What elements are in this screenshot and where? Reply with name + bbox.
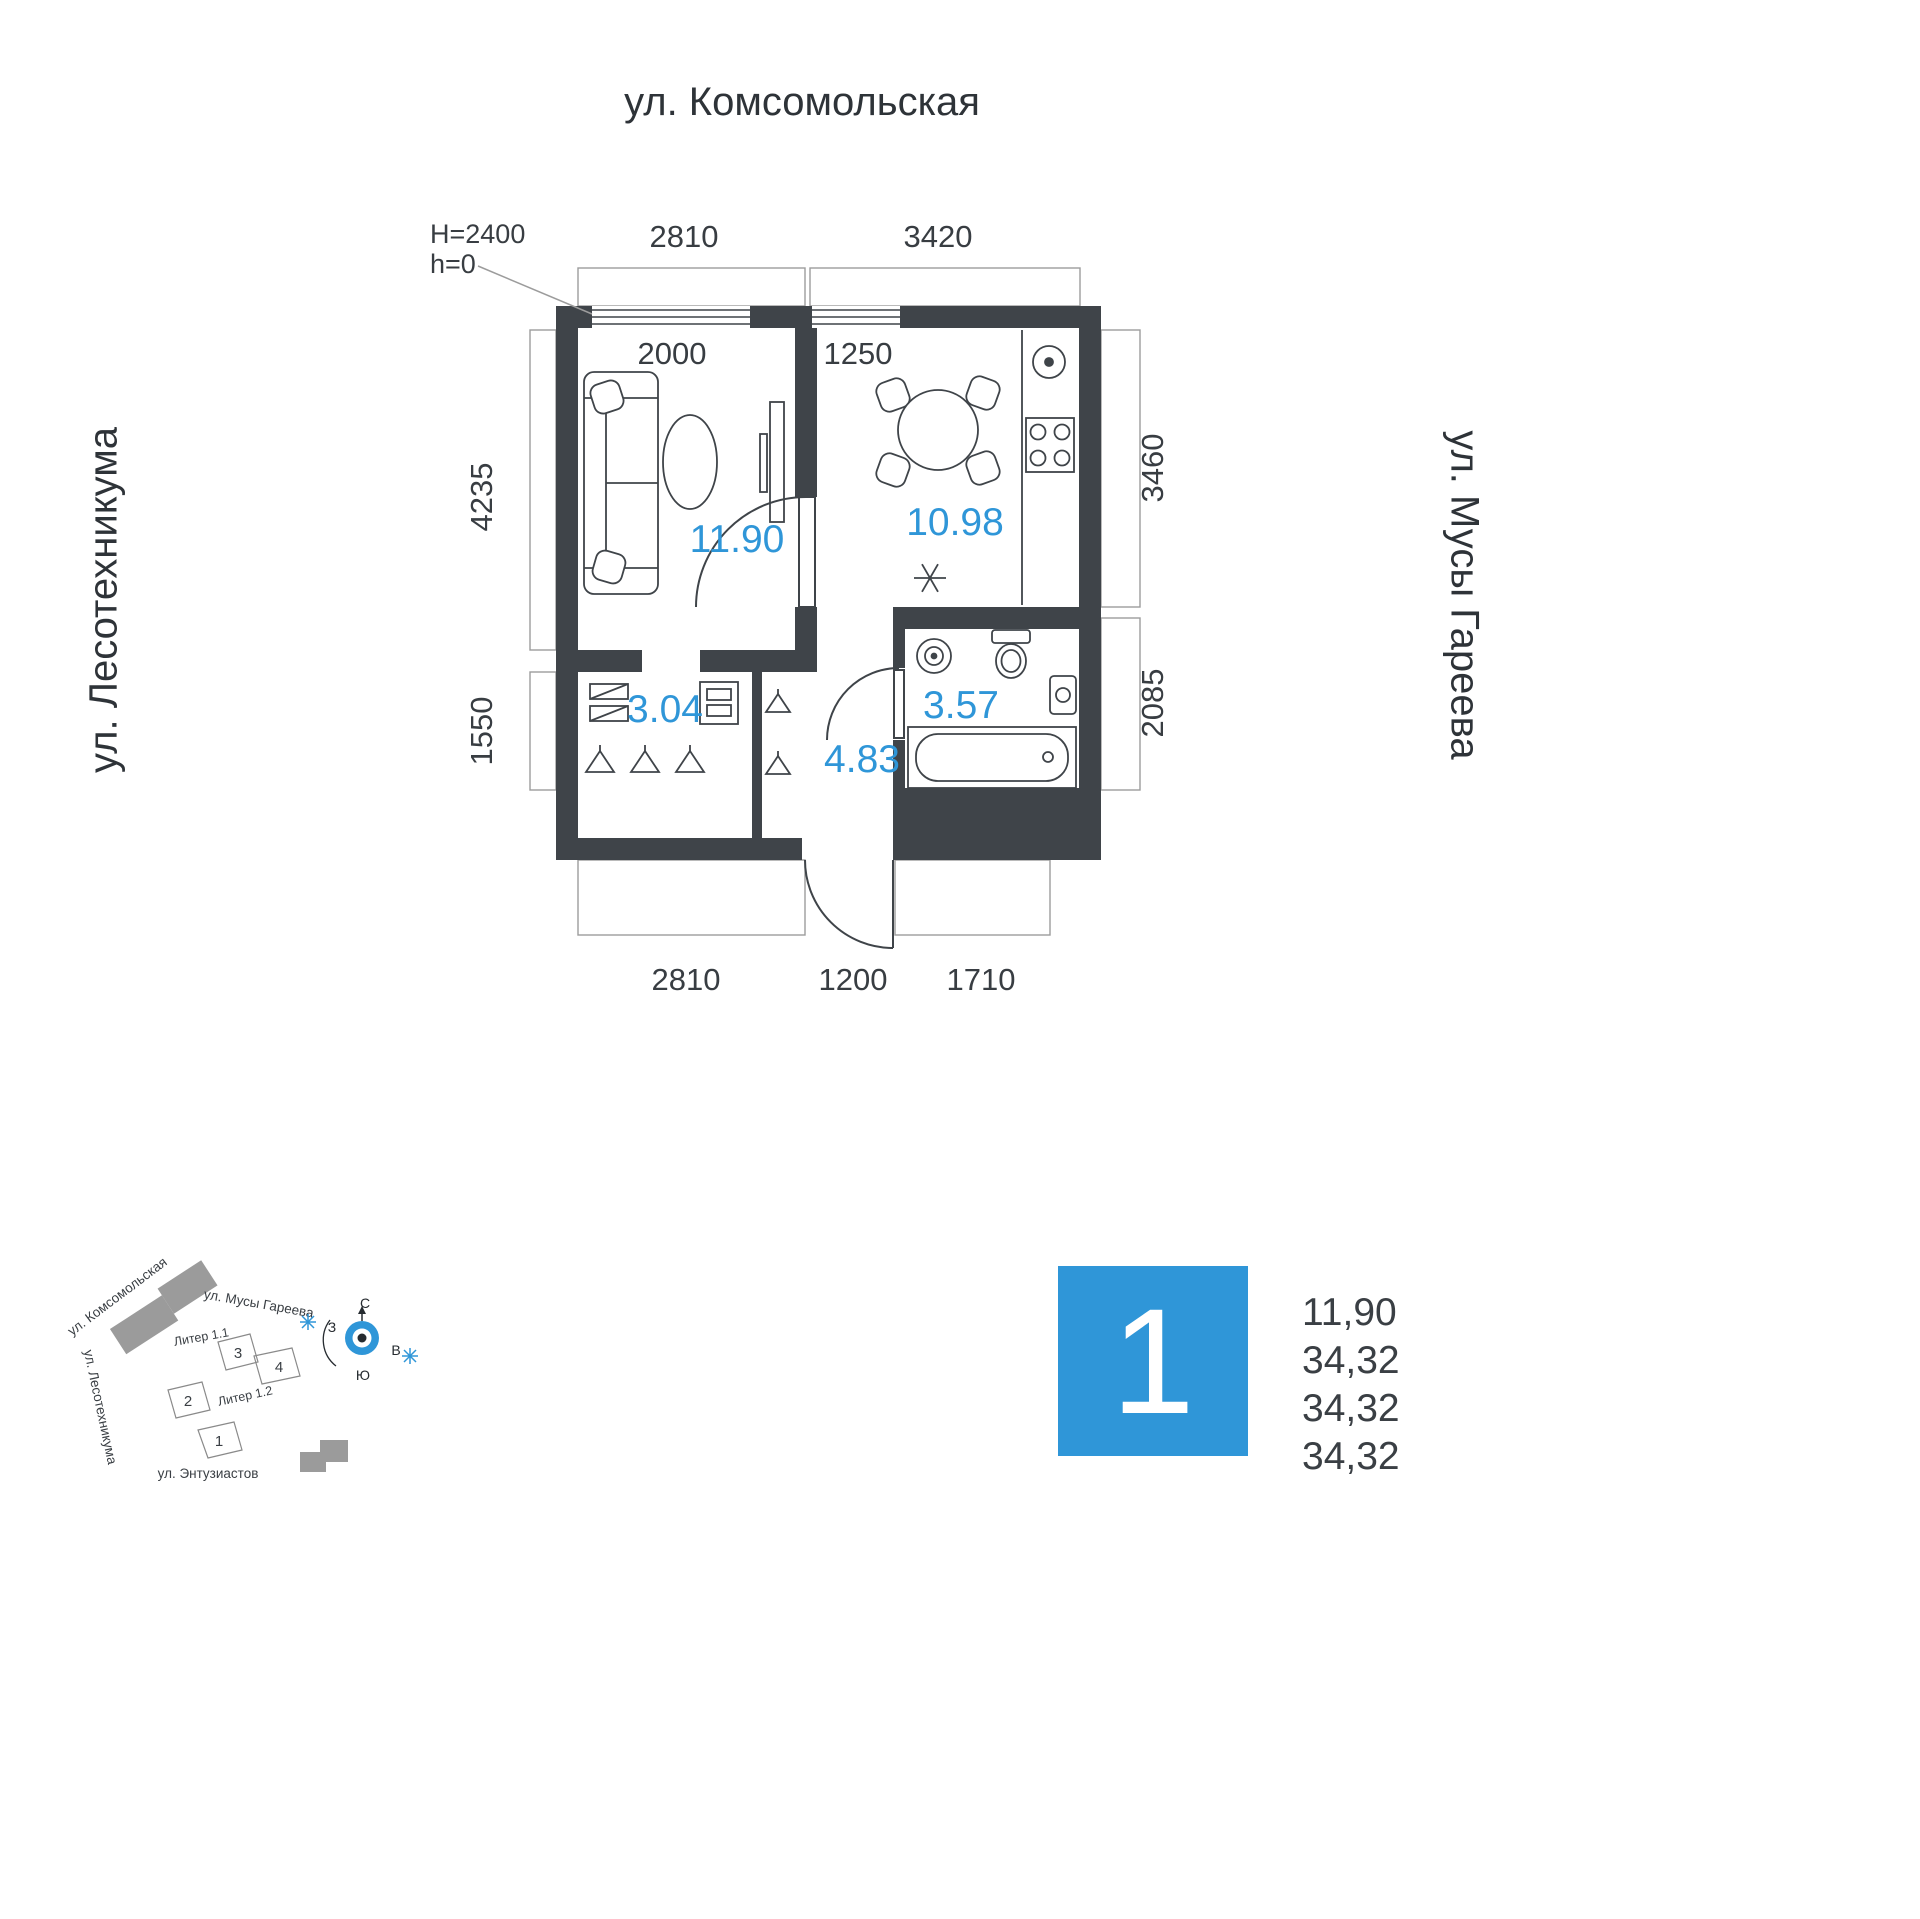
coffee-table-icon — [662, 414, 718, 510]
wall-living-wardrobe-left — [578, 650, 642, 672]
site-street-entuziastov: ул. Энтузиастов — [158, 1466, 259, 1481]
sunrise-west-icon — [300, 1314, 316, 1330]
neighbor-outline-left-lower — [529, 671, 557, 791]
dim-window-kitchen: 1250 — [824, 336, 893, 371]
wall-right — [1079, 306, 1101, 860]
apartment-number: 1 — [1111, 1276, 1195, 1445]
wall-living-wardrobe-right — [700, 650, 817, 672]
street-label-top: ул. Комсомольская — [624, 80, 980, 124]
windows — [592, 306, 900, 328]
dim-bottom-left: 2810 — [652, 962, 721, 997]
doors — [695, 496, 905, 949]
bathtub-icon — [907, 726, 1077, 789]
section-1-outline — [197, 1421, 243, 1459]
wall-left — [556, 306, 578, 860]
compass-needle-arrow — [358, 1306, 366, 1314]
dim-window-living: 2000 — [638, 336, 707, 371]
lobby-outline-bottom-right — [894, 859, 1051, 936]
building-liter-1-1 — [109, 1260, 218, 1355]
section-4-outline — [253, 1347, 301, 1385]
tv-stand-icon — [759, 401, 785, 523]
dimension-labels: 2810 3420 2000 1250 4235 1550 3460 2085 … — [464, 219, 1170, 997]
area-bathroom: 3.57 — [923, 684, 999, 727]
compass-arc — [322, 1319, 337, 1367]
dim-top-right: 3420 — [904, 219, 973, 254]
site-liter-1-1-label: Литер 1.1 — [173, 1325, 230, 1348]
site-plan: 3 4 2 1 ул. Комсомольская ул. Мусы Гарее… — [65, 1254, 418, 1481]
section-outlines — [167, 1333, 301, 1459]
section-3-outline — [217, 1333, 259, 1371]
room-area-labels: 11.90 10.98 3.04 4.83 3.57 — [627, 501, 1004, 781]
sunrise-east-icon — [402, 1348, 418, 1364]
kitchen-sink-icon — [1032, 345, 1066, 379]
compass-north-label: С — [360, 1295, 370, 1311]
dresser-icon — [699, 681, 739, 725]
summary-value-3: 34,32 — [1302, 1387, 1400, 1430]
wall-living-kitchen-upper — [795, 328, 817, 497]
fridge-icon — [914, 563, 946, 593]
dim-left-upper: 4235 — [464, 463, 499, 532]
apartment-areas-list: 11,90 34,32 34,32 34,32 — [1302, 1289, 1400, 1481]
wall-bath-left-lower — [893, 740, 905, 788]
balcony-outline-top-right — [809, 267, 1081, 307]
hanger-icons — [584, 689, 792, 775]
summary-value-total: 34,32 — [1302, 1435, 1400, 1478]
apartment-number-badge: 1 — [1058, 1266, 1248, 1456]
bathroom-door-leaf — [893, 669, 905, 739]
washing-machine-icon — [916, 638, 952, 674]
area-kitchen: 10.98 — [906, 501, 1004, 544]
section-4-number: 4 — [275, 1359, 283, 1376]
section-1-number: 1 — [215, 1433, 223, 1450]
summary-value-2: 34,32 — [1302, 1339, 1400, 1382]
dim-bottom-center: 1200 — [819, 962, 888, 997]
compass: С Ю З В — [300, 1295, 418, 1383]
furniture — [583, 330, 1077, 789]
level-mark: h=0 — [430, 249, 476, 279]
compass-south-label: Ю — [356, 1367, 370, 1383]
entrance-door-arc — [804, 859, 894, 949]
wall-bottom-right — [893, 788, 1101, 860]
dim-right-upper: 3460 — [1135, 434, 1170, 503]
height-mark: H=2400 — [430, 219, 525, 249]
section-2-number: 2 — [184, 1393, 192, 1410]
stove-icon — [1025, 417, 1075, 473]
lobby-outline-bottom-left — [577, 859, 806, 936]
toilet-icon — [991, 629, 1031, 679]
dining-chairs-icon — [875, 375, 1001, 488]
compass-east-label: В — [391, 1342, 400, 1358]
compass-west-label: З — [328, 1319, 336, 1335]
dim-bottom-right: 1710 — [947, 962, 1016, 997]
compass-center-dot — [357, 1333, 367, 1343]
height-mark-leader-line — [477, 265, 593, 315]
wall-wardrobe-partition — [752, 672, 762, 838]
site-liter-1-2-label: Литер 1.2 — [217, 1383, 274, 1408]
dim-right-lower: 2085 — [1135, 669, 1170, 738]
washbasin-icon — [1049, 675, 1077, 715]
area-living-room: 11.90 — [690, 518, 785, 561]
area-wardrobe: 3.04 — [627, 688, 703, 731]
site-street-lesotekhnikuma: ул. Лесотехникума — [81, 1348, 120, 1466]
wall-bath-left-upper — [893, 629, 905, 668]
wall-bottom-left — [556, 838, 802, 860]
dining-table-icon — [897, 389, 979, 471]
neighbor-outline-left-upper — [529, 329, 557, 651]
summary-value-living: 11,90 — [1302, 1291, 1397, 1334]
balcony-outline-top-left — [577, 267, 806, 307]
dim-left-lower: 1550 — [464, 697, 499, 766]
section-3-number: 3 — [234, 1345, 242, 1362]
bathroom-door-arc — [826, 667, 900, 741]
living-room-door-leaf — [798, 496, 816, 608]
wall-kitchen-bath — [893, 607, 1079, 629]
area-hallway: 4.83 — [824, 738, 900, 781]
sofa-icon — [583, 371, 659, 595]
shoe-shelf-icon — [589, 683, 629, 722]
section-2-outline — [167, 1381, 211, 1419]
dim-top-left: 2810 — [650, 219, 719, 254]
site-street-musy-gareeva: ул. Мусы Гареева — [203, 1287, 316, 1321]
building-small — [300, 1440, 348, 1472]
